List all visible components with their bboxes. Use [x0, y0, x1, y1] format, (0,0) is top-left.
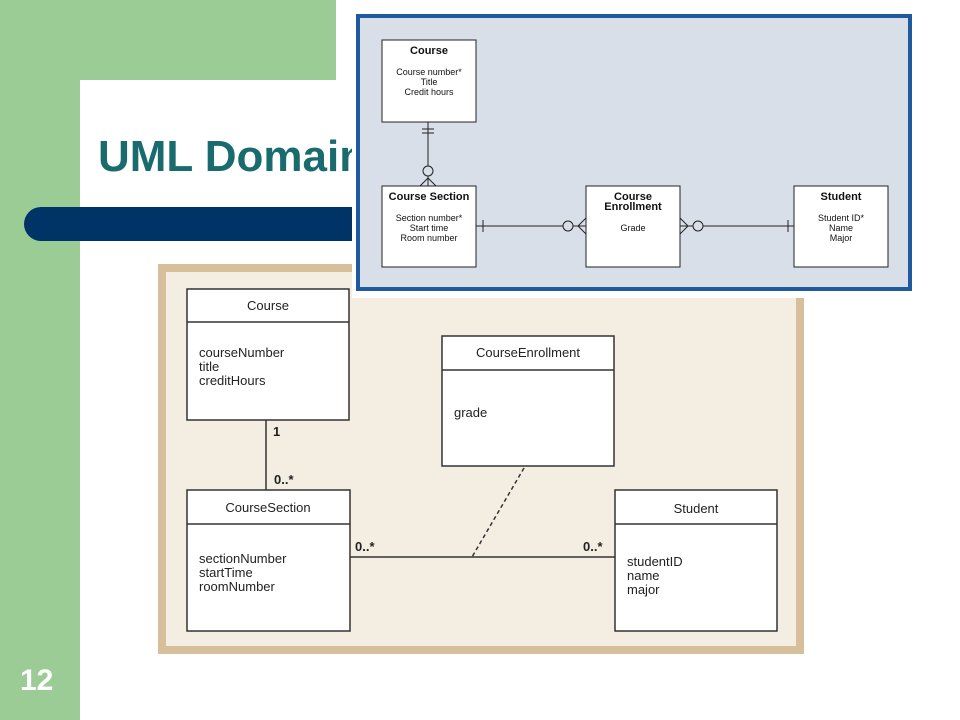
- erd-course-name: Course: [410, 45, 448, 57]
- uml-section-attr-2: startTime: [199, 565, 253, 580]
- uml-course-name: Course: [247, 298, 289, 313]
- uml-student-attr-3: major: [627, 582, 660, 597]
- uml-student-attr-1: studentID: [627, 554, 683, 569]
- erd-enrollment-attr-1: Grade: [620, 223, 645, 233]
- erd-enrollment-name-line-2: Enrollment: [604, 201, 662, 213]
- uml-multiplicity-section-right: 0..*: [355, 539, 375, 554]
- uml-enrollment-name: CourseEnrollment: [476, 345, 580, 360]
- uml-section-attr-1: sectionNumber: [199, 551, 287, 566]
- erd-course-attr-1: Course number*: [396, 67, 462, 77]
- erd-entity-course-enrollment: Course Enrollment Grade: [585, 185, 681, 268]
- erd-student-attr-3: Major: [830, 233, 853, 243]
- uml-course-attr-2: title: [199, 359, 219, 374]
- uml-multiplicity-student-left: 0..*: [583, 539, 603, 554]
- erd-course-attr-2: Title: [421, 77, 438, 87]
- erd-diagram: Course Course number* Title Credit hours…: [352, 12, 914, 298]
- uml-enrollment-attr-1: grade: [454, 405, 487, 420]
- uml-student-name: Student: [674, 501, 719, 516]
- uml-course-attr-3: creditHours: [199, 373, 266, 388]
- erd-entity-course: Course Course number* Title Credit hours: [381, 39, 477, 123]
- content-corner: [80, 80, 160, 160]
- erd-course-attr-3: Credit hours: [404, 87, 454, 97]
- erd-student-name: Student: [821, 191, 862, 203]
- uml-class-diagram: Course courseNumber title creditHours Co…: [158, 264, 804, 654]
- erd-student-attr-2: Name: [829, 223, 853, 233]
- uml-class-course: Course courseNumber title creditHours: [186, 288, 350, 421]
- uml-student-attr-2: name: [627, 568, 660, 583]
- uml-multiplicity-course-end: 1: [273, 424, 280, 439]
- erd-entity-course-section: Course Section Section number* Start tim…: [381, 185, 477, 268]
- erd-section-attr-1: Section number*: [396, 213, 463, 223]
- erd-section-attr-2: Start time: [410, 223, 449, 233]
- erd-section-name: Course Section: [389, 191, 470, 203]
- page-number: 12: [20, 664, 54, 697]
- uml-section-name: CourseSection: [225, 500, 310, 515]
- uml-class-course-section: CourseSection sectionNumber startTime ro…: [186, 489, 351, 632]
- left-green-band: [0, 0, 80, 720]
- uml-association-class-link: [471, 467, 525, 558]
- erd-enrollment-name-line-1: Course: [614, 191, 652, 203]
- top-green-band: [0, 0, 336, 80]
- uml-course-attr-1: courseNumber: [199, 345, 285, 360]
- uml-multiplicity-section-top: 0..*: [274, 472, 294, 487]
- erd-student-attr-1: Student ID*: [818, 213, 865, 223]
- erd-entity-student: Student Student ID* Name Major: [793, 185, 889, 268]
- erd-relationships: [419, 122, 794, 235]
- uml-class-student: Student studentID name major: [614, 489, 778, 632]
- uml-section-attr-3: roomNumber: [199, 579, 276, 594]
- erd-diagram-canvas: Course Course number* Title Credit hours…: [356, 14, 912, 291]
- erd-section-attr-3: Room number: [400, 233, 457, 243]
- uml-class-course-enrollment: CourseEnrollment grade: [441, 335, 615, 467]
- uml-diagram-canvas: Course courseNumber title creditHours Co…: [166, 272, 796, 646]
